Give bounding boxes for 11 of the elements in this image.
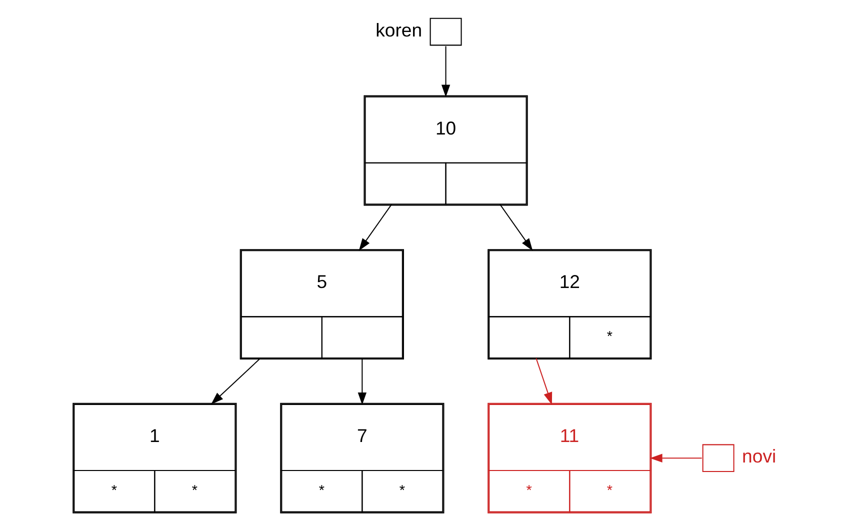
arrow <box>358 204 392 251</box>
arrow <box>441 46 450 98</box>
arrow <box>211 358 261 404</box>
arrow <box>358 358 367 405</box>
arrow <box>536 358 552 405</box>
arrow <box>650 454 702 462</box>
node-label: novi <box>742 446 776 467</box>
arrow <box>500 204 533 251</box>
node-box <box>430 18 462 46</box>
node-box <box>702 444 734 472</box>
node-label: koren <box>376 19 422 40</box>
